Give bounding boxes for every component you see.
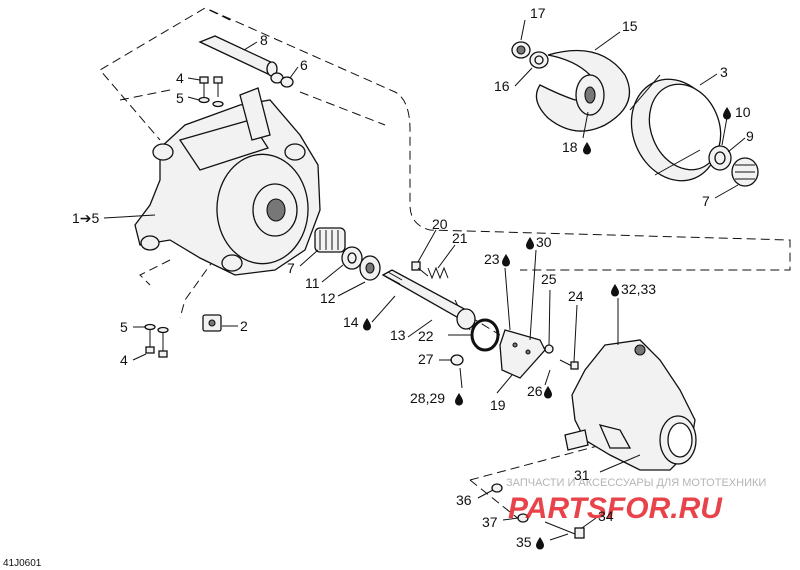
assembly-outline	[99, 7, 791, 271]
label-28-29: 28,29	[410, 390, 445, 406]
label-16: 16	[494, 78, 510, 94]
part-21-spring	[427, 266, 449, 280]
label-2: 2	[240, 318, 248, 334]
part-13-shaft	[381, 269, 476, 330]
part-16-seal	[529, 51, 549, 69]
drop-icon-32-33	[611, 284, 619, 297]
label-26: 26	[527, 383, 543, 399]
label-25: 25	[541, 271, 557, 287]
label-10: 10	[735, 104, 751, 120]
label-15: 15	[622, 18, 638, 34]
drop-icon-30	[526, 237, 534, 250]
lower-dash-1	[139, 259, 171, 286]
drop-icon-14	[363, 318, 371, 331]
label-6: 6	[300, 57, 308, 73]
label-30: 30	[536, 234, 552, 250]
label-14: 14	[343, 314, 359, 330]
drop-icon-23	[502, 254, 510, 267]
label-23: 23	[484, 251, 500, 267]
label-5-top: 5	[176, 90, 184, 106]
label-36: 36	[456, 492, 472, 508]
part-34-bolt	[544, 521, 585, 539]
callout-labels: 8 6 4 5 1➔5 7 11 12 14 13 22 20 21 23 30…	[72, 5, 754, 550]
label-3: 3	[720, 64, 728, 80]
part-27-plug	[450, 354, 464, 366]
part-15-impeller	[535, 49, 631, 132]
label-17: 17	[530, 5, 546, 21]
part-31-venturi	[564, 339, 697, 471]
label-22: 22	[418, 328, 434, 344]
label-12: 12	[320, 290, 336, 306]
label-11: 11	[305, 275, 320, 291]
label-1-5: 1➔5	[72, 210, 100, 226]
part-17-nut	[511, 41, 531, 59]
drop-icon-10	[723, 107, 731, 120]
label-7-left: 7	[287, 260, 295, 276]
label-21: 21	[452, 230, 468, 246]
figure-code: 41J0601	[3, 558, 42, 569]
drop-icon-28-29	[455, 393, 463, 406]
lower-dash-2	[179, 257, 216, 319]
label-8: 8	[260, 32, 268, 48]
label-18: 18	[562, 139, 578, 155]
part-11-washer	[341, 246, 363, 270]
part-3-wear-ring	[629, 74, 722, 182]
label-4-bottom: 4	[120, 352, 128, 368]
watermark-line1: ЗАПЧАСТИ И АКСЕССУАРЫ ДЛЯ МОТОТЕХНИКИ	[506, 477, 766, 489]
bolts-top	[198, 76, 224, 108]
drop-icon-35	[536, 537, 544, 550]
label-13: 13	[390, 327, 406, 343]
pump-housing	[134, 87, 321, 276]
label-37: 37	[482, 514, 498, 530]
part-8-tube	[198, 35, 294, 88]
label-9: 9	[746, 128, 754, 144]
label-19: 19	[490, 397, 506, 413]
drop-icon-26	[544, 386, 552, 399]
leader-lines	[103, 19, 746, 541]
drop-icon-18	[583, 142, 591, 155]
part-12-bearing	[359, 255, 381, 281]
part-25-washer	[544, 344, 554, 354]
part-36-washer	[491, 483, 503, 493]
watermark-line2: PARTSFOR.RU	[508, 492, 723, 525]
bolts-bottom	[144, 323, 169, 358]
part-24-screw	[559, 359, 579, 370]
label-24: 24	[568, 288, 584, 304]
part-19-cover	[499, 329, 546, 379]
label-32-33: 32,33	[621, 281, 656, 297]
label-5-bottom: 5	[120, 319, 128, 335]
part-7-bearing-left	[314, 227, 346, 253]
part-9-seal	[708, 145, 732, 171]
label-35: 35	[516, 534, 532, 550]
part-2-block	[202, 314, 222, 332]
label-27: 27	[418, 351, 434, 367]
part-7-bearing-right	[731, 157, 759, 187]
part-22-o-ring	[470, 318, 500, 352]
label-31: 31	[574, 467, 590, 483]
label-4-top: 4	[176, 70, 184, 86]
label-7-right: 7	[702, 193, 710, 209]
label-34: 34	[598, 508, 614, 524]
label-20: 20	[432, 216, 448, 232]
part-20-bolt	[411, 261, 429, 277]
